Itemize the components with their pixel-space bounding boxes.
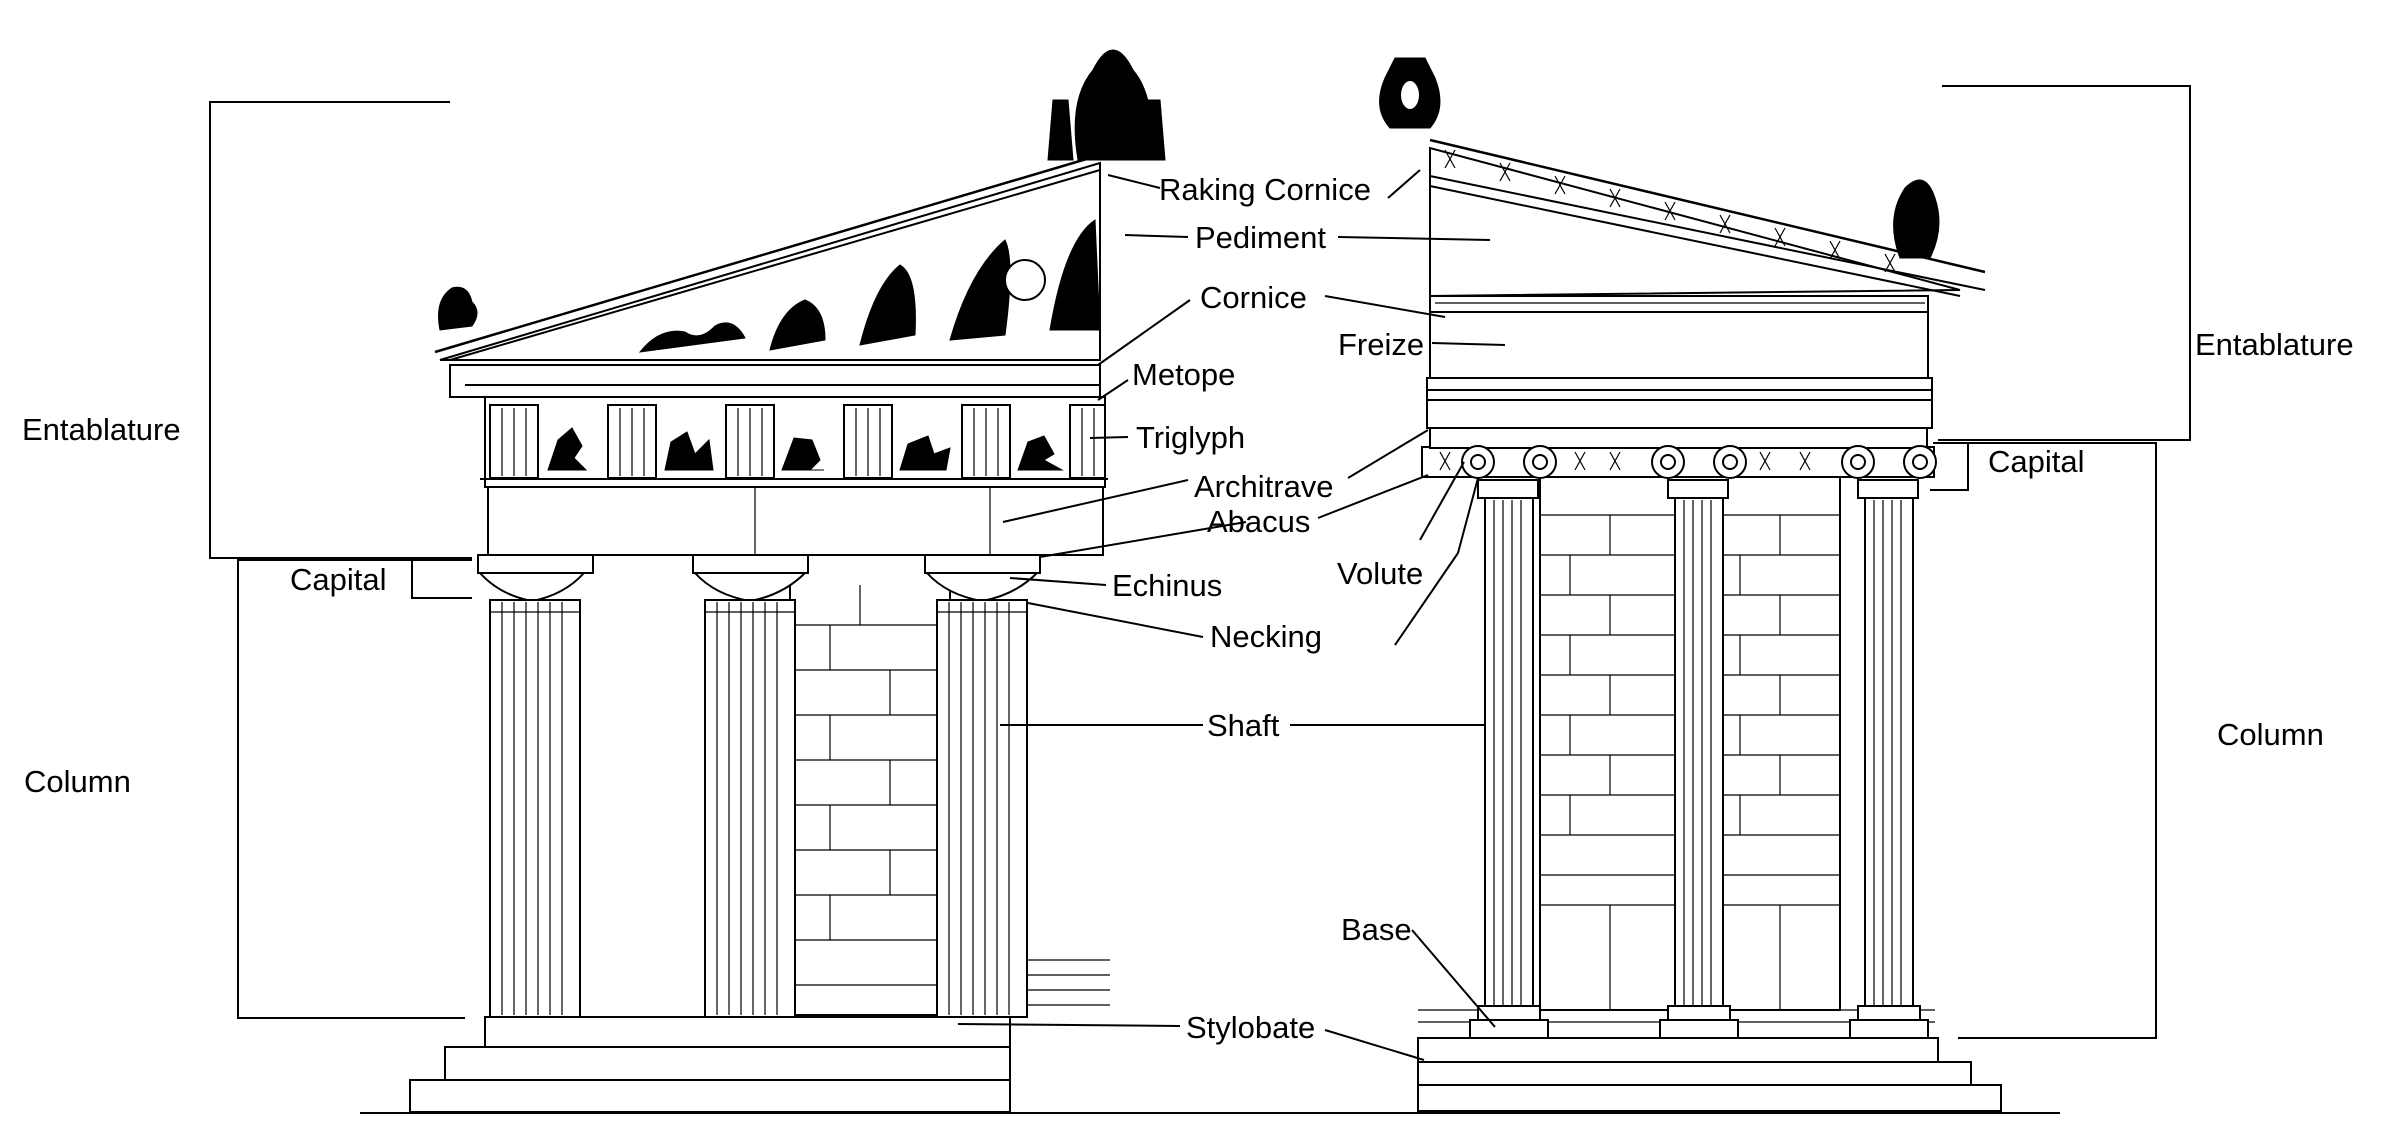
label-cornice: Cornice [1200, 280, 1307, 315]
label-volute: Volute [1337, 556, 1423, 591]
triglyph-blocks [489, 404, 1106, 479]
entablature-bracket-left [209, 101, 460, 559]
doric-column-2 [692, 554, 809, 1018]
label-stylobate: Stylobate [1186, 1010, 1315, 1045]
label-freize: Freize [1338, 327, 1424, 362]
ionic-temple-drawing [1379, 57, 2002, 1112]
ionic-column-1 [1461, 445, 1557, 1039]
label-column-right: Column [2217, 717, 2324, 752]
doric-column-3 [924, 554, 1041, 1018]
label-column-left: Column [24, 764, 131, 799]
metope-sculptures [547, 427, 1064, 471]
label-shaft: Shaft [1207, 708, 1280, 743]
label-capital-left: Capital [290, 562, 387, 597]
ionic-column-3 [1841, 445, 1937, 1039]
doric-temple-drawing [360, 49, 2060, 1114]
label-base: Base [1341, 912, 1412, 947]
label-triglyph: Triglyph [1136, 420, 1245, 455]
label-necking: Necking [1210, 619, 1322, 654]
label-echinus: Echinus [1112, 568, 1222, 603]
labels: Raking Cornice Pediment Cornice Freize M… [22, 172, 2354, 1045]
acroterion-vase [1379, 57, 1441, 129]
acroterion-sphinx [1893, 179, 1940, 259]
label-capital-right: Capital [1988, 444, 2085, 479]
pediment-sculptures [638, 219, 1101, 353]
label-entablature-right: Entablature [2195, 327, 2354, 362]
entablature-bracket-right [1938, 85, 2191, 441]
leader-lines [957, 169, 1506, 1061]
column-bracket-left [237, 559, 472, 1019]
label-entablature-left: Entablature [22, 412, 181, 447]
ionic-column-2 [1651, 445, 1747, 1039]
label-raking-cornice: Raking Cornice [1159, 172, 1371, 207]
doric-column-1 [477, 554, 594, 1018]
label-metope: Metope [1132, 357, 1235, 392]
label-abacus: Abacus [1207, 504, 1310, 539]
acroterion-apex [1047, 49, 1166, 161]
capital-bracket-left [411, 557, 472, 599]
acroterion-corner [438, 286, 478, 331]
column-bracket-right [1938, 442, 2157, 1039]
label-pediment: Pediment [1195, 220, 1326, 255]
label-architrave: Architrave [1194, 469, 1334, 504]
raking-ornament [1444, 149, 1896, 273]
